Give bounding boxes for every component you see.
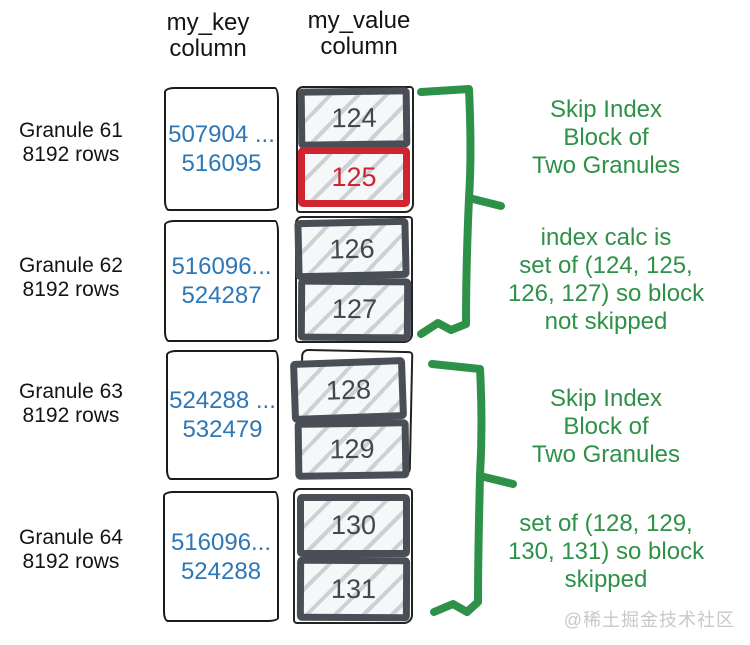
- granule-label-64: Granule 64 8192 rows: [0, 526, 142, 574]
- granule-label-63: Granule 63 8192 rows: [0, 380, 142, 428]
- value-group-outline: [296, 86, 414, 213]
- granule-rows: 8192 rows: [22, 404, 120, 427]
- value-block: 126: [294, 217, 410, 281]
- value-block-highlighted: 125: [298, 147, 410, 207]
- key-column-header: my_key column: [166, 9, 250, 62]
- granule-label-61: Granule 61 8192 rows: [0, 119, 142, 167]
- granule-rows: 8192 rows: [22, 143, 120, 166]
- value-block: 124: [297, 87, 411, 149]
- granule-rows: 8192 rows: [22, 550, 120, 573]
- value-block: 128: [289, 357, 408, 423]
- curly-brace-top: [417, 85, 505, 338]
- granule-name: Granule 61: [19, 119, 123, 142]
- watermark: @稀土掘金技术社区: [563, 610, 735, 630]
- annotation-detail-1: index calc is set of (124, 125, 126, 127…: [507, 224, 705, 335]
- value-column-header: my_value column: [307, 7, 411, 60]
- key-range-box: 516096... 524288: [163, 491, 279, 622]
- granule-label-62: Granule 62 8192 rows: [0, 254, 142, 302]
- value-block: 129: [294, 419, 410, 480]
- value-block: 130: [297, 494, 410, 557]
- annotation-title-2: Skip Index Block of Two Granules: [531, 385, 681, 468]
- key-range-box: 516096... 524287: [164, 220, 279, 342]
- value-group-outline: [295, 216, 413, 343]
- value-block: 131: [296, 556, 411, 622]
- granule-name: Granule 62: [19, 254, 123, 277]
- granule-rows: 8192 rows: [22, 278, 120, 301]
- curly-brace-bottom: [428, 360, 517, 616]
- granule-name: Granule 63: [19, 380, 123, 403]
- value-group-outline: [293, 488, 413, 624]
- value-block: 127: [297, 277, 412, 342]
- annotation-title-1: Skip Index Block of Two Granules: [531, 96, 681, 179]
- key-range-box: 524288 ... 532479: [166, 350, 279, 480]
- annotation-detail-2: set of (128, 129, 130, 131) so block ski…: [507, 510, 705, 593]
- key-range-box: 507904 ... 516095: [164, 87, 279, 211]
- granule-name: Granule 64: [19, 526, 123, 549]
